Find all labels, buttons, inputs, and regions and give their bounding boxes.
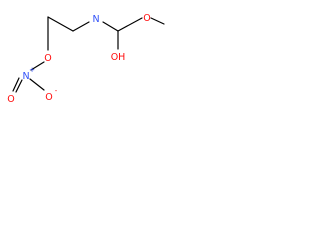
bond-ch2-ch2 xyxy=(47,16,74,32)
bond-n-ch2 xyxy=(72,21,90,32)
atom-oh: OH xyxy=(111,52,126,63)
atom-nitro-n-charge: + xyxy=(29,66,35,74)
atom-n: N xyxy=(92,14,99,25)
atom-nitro-o-minus: O xyxy=(45,92,52,103)
atom-nitro-o-charge: - xyxy=(55,87,58,95)
bond-carbonyl-o xyxy=(117,17,143,32)
bond-o-nitro-n xyxy=(30,61,45,71)
bond-n-carbonyl xyxy=(102,21,119,32)
atom-nitro-o-double: O xyxy=(7,94,14,105)
bond-nitro-n-o-double-a xyxy=(12,77,20,92)
bond-nitro-n-o-minus xyxy=(29,78,45,91)
bond-o-methyl xyxy=(150,17,165,25)
bonds xyxy=(12,16,165,93)
atom-ester-o: O xyxy=(44,53,51,64)
atom-nitro-n: N xyxy=(22,71,29,82)
chemical-structure: N O OH O N + O O - xyxy=(7,13,165,105)
atom-carbamate-o: O xyxy=(143,13,150,24)
bond-nitro-n-o-double-b xyxy=(15,79,23,93)
atom-labels: N O OH O N + O O - xyxy=(7,13,150,105)
